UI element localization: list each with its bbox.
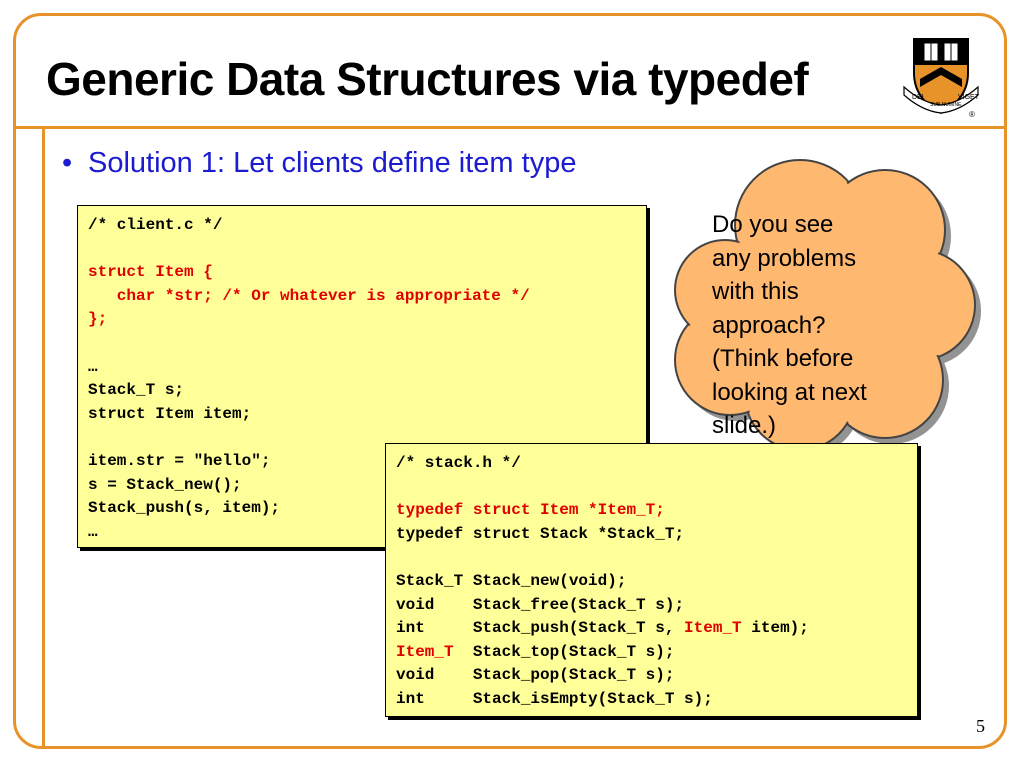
callout-line: approach? <box>712 311 826 339</box>
code-line <box>396 476 907 500</box>
callout-line: any problems <box>712 244 857 272</box>
code-segment: … <box>88 522 98 541</box>
code-segment: struct Item { <box>88 263 213 282</box>
callout-line: with this <box>712 278 799 305</box>
code-segment: Item_T <box>396 642 454 661</box>
bullet-text: Solution 1: Let clients define item type <box>88 147 577 179</box>
code-line <box>88 332 636 356</box>
code-line: Stack_T s; <box>88 379 636 403</box>
code-line: int Stack_isEmpty(Stack_T s); <box>396 688 907 712</box>
code-segment: s = Stack_new(); <box>88 475 242 494</box>
motto-right: VIGET <box>958 94 980 101</box>
code-line: char *str; /* Or whatever is appropriate… <box>88 285 636 309</box>
code-segment: void Stack_pop(Stack_T s); <box>396 666 675 685</box>
code-segment: typedef struct Stack *Stack_T; <box>396 524 685 543</box>
callout-cloud <box>674 159 981 456</box>
slide-title: Generic Data Structures via typedef <box>46 53 809 105</box>
motto-center: SUB NUMINE <box>930 102 962 108</box>
code-line: Item_T Stack_top(Stack_T s); <box>396 641 907 665</box>
bullet-marker: • <box>62 147 73 179</box>
code-line: void Stack_pop(Stack_T s); <box>396 664 907 688</box>
code-segment: Item_T <box>684 619 742 638</box>
code-line: typedef struct Item *Item_T; <box>396 499 907 523</box>
code-line: … <box>88 356 636 380</box>
code-line <box>88 238 636 262</box>
motto-left: DEI <box>912 94 924 101</box>
princeton-shield-icon: DEI SUB NUMINE VIGET ® <box>903 38 980 119</box>
code-line: struct Item { <box>88 261 636 285</box>
slide-frame <box>13 13 1007 749</box>
stack-header-code-box: /* stack.h */ typedef struct Item *Item_T… <box>385 443 918 717</box>
code-line: typedef struct Stack *Stack_T; <box>396 523 907 547</box>
code-segment: … <box>88 357 98 376</box>
code-segment: typedef struct Item *Item_T; <box>396 501 665 520</box>
callout-line: (Think before <box>712 345 854 372</box>
callout-line: looking at next <box>712 378 867 406</box>
code-segment: struct Item item; <box>88 404 252 423</box>
code-segment: char *str; /* Or whatever is appropriate… <box>88 286 530 305</box>
code-line: /* stack.h */ <box>396 452 907 476</box>
page-number: 5 <box>976 716 985 736</box>
code-segment: Stack_T Stack_new(void); <box>396 571 627 590</box>
code-line <box>396 546 907 570</box>
code-line: Stack_push(s, item); <box>88 497 636 521</box>
code-line: void Stack_free(Stack_T s); <box>396 594 907 618</box>
code-segment: int Stack_isEmpty(Stack_T s); <box>396 689 713 708</box>
code-line: s = Stack_new(); <box>88 474 636 498</box>
code-segment: item.str = "hello"; <box>88 451 271 470</box>
callout-line: Do you see <box>712 211 834 238</box>
bullet-item: • Solution 1: Let clients define item typ… <box>62 147 576 180</box>
code-line: item.str = "hello"; <box>88 450 636 474</box>
code-line: struct Item item; <box>88 403 636 427</box>
callout-line: slide.) <box>712 412 777 439</box>
code-line: int Stack_push(Stack_T s, Item_T item); <box>396 617 907 641</box>
code-segment: }; <box>88 310 108 329</box>
callout-text: Do you see any problems with this approach?… <box>712 208 912 443</box>
code-segment: Stack_top(Stack_T s); <box>453 642 675 661</box>
code-segment: void Stack_free(Stack_T s); <box>396 595 685 614</box>
code-line: Stack_T Stack_new(void); <box>396 570 907 594</box>
code-line: /* client.c */ <box>88 214 636 238</box>
code-segment: /* client.c */ <box>88 216 223 234</box>
code-line: … <box>88 521 636 545</box>
title-divider <box>13 126 1007 129</box>
code-segment: /* stack.h */ <box>396 454 521 472</box>
code-segment: int Stack_push(Stack_T s, <box>396 619 685 638</box>
code-line: }; <box>88 308 636 332</box>
left-divider <box>42 126 45 749</box>
registered-mark: ® <box>969 110 975 119</box>
code-segment: item); <box>741 619 809 638</box>
code-segment: Stack_push(s, item); <box>88 499 281 518</box>
code-segment: Stack_T s; <box>88 381 185 400</box>
